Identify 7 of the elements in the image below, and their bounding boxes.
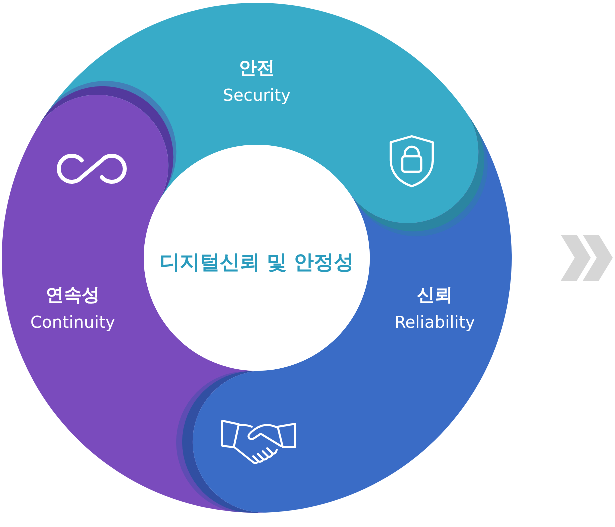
- segment-title: 연속성: [46, 284, 100, 308]
- segment-title: 신뢰: [417, 284, 453, 308]
- segment-subtitle: Continuity: [30, 312, 116, 334]
- segment-subtitle: Security: [223, 85, 291, 107]
- segment-subtitle: Reliability: [394, 312, 476, 334]
- segment-title: 안전: [239, 57, 275, 81]
- center-title: 디지털신뢰 및 안정성: [160, 249, 354, 276]
